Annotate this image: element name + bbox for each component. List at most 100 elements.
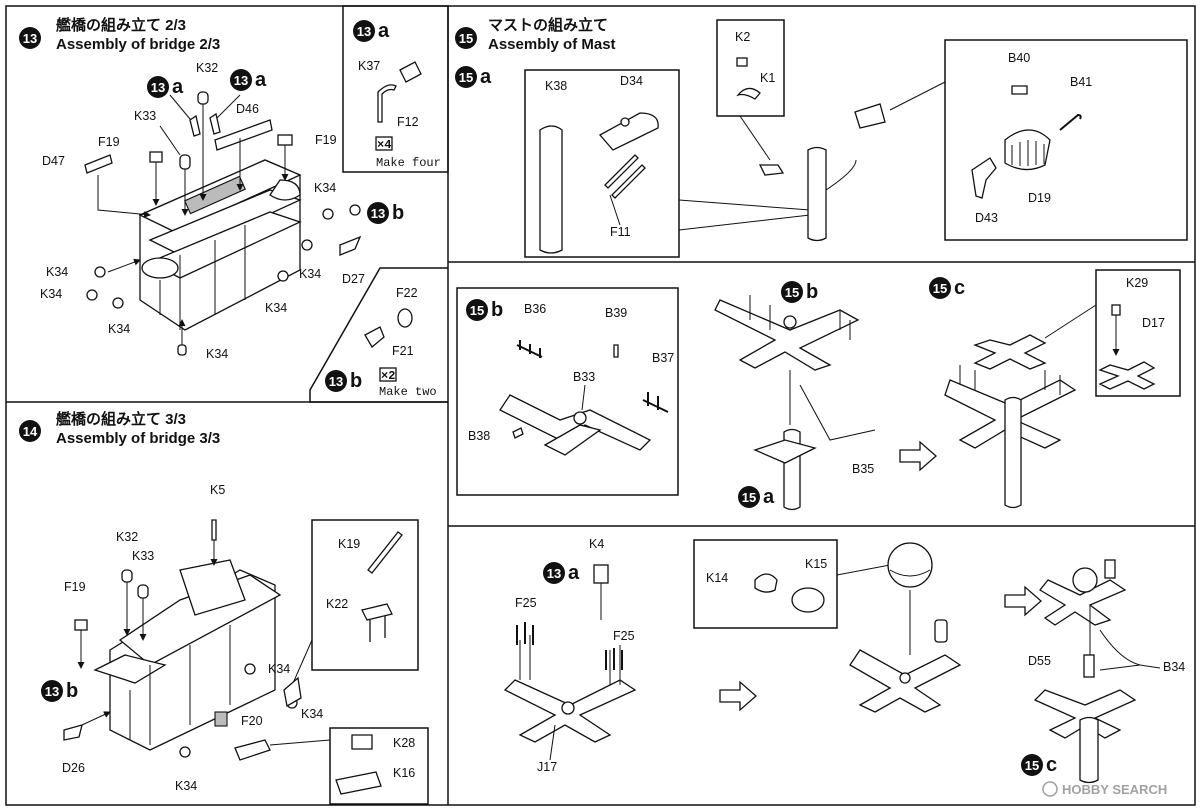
multiplier-box-13a	[375, 136, 393, 151]
step-13a-callout-2: 13 a	[230, 69, 267, 91]
svg-text:K32: K32	[196, 61, 218, 75]
svg-text:K34: K34	[206, 347, 228, 361]
svg-text:b: b	[806, 281, 818, 303]
svg-text:K33: K33	[132, 549, 154, 563]
svg-text:K4: K4	[589, 537, 604, 551]
subbox-K19-K22	[311, 519, 419, 671]
step-13a-callout-s15: 13 a	[543, 562, 580, 584]
svg-text:13: 13	[23, 31, 37, 46]
part-B40: B40	[1008, 51, 1030, 95]
subbox-K29-D17	[1095, 269, 1181, 397]
part-F19-right: F19	[277, 133, 337, 181]
svg-text:K34: K34	[301, 707, 323, 721]
svg-text:a: a	[480, 66, 492, 88]
svg-text:D46: D46	[236, 102, 259, 116]
svg-text:B41: B41	[1070, 75, 1092, 89]
part-K38: K38	[539, 79, 567, 254]
label-D55: D55	[1028, 654, 1051, 668]
svg-text:B38: B38	[468, 429, 490, 443]
mast-yardarm-assembly	[714, 295, 876, 511]
subbox-K2-K1	[716, 19, 785, 117]
svg-text:a: a	[255, 69, 267, 91]
svg-text:K28: K28	[393, 736, 415, 750]
svg-text:F11: F11	[610, 225, 631, 239]
label-B33: B33	[573, 370, 595, 411]
svg-text:K2: K2	[735, 30, 750, 44]
subbox-K14-K15	[693, 539, 838, 629]
part-F20: F20	[241, 714, 263, 728]
mast-15c-assembly	[944, 334, 1077, 509]
svg-text:b: b	[350, 370, 362, 392]
yardarm-J17-assembly	[503, 635, 637, 743]
radar-dome-assembly	[849, 542, 962, 713]
svg-text:15: 15	[742, 490, 756, 505]
part-B39: B39	[605, 306, 627, 358]
svg-text:14: 14	[23, 424, 38, 439]
watermark-logo: HOBBY SEARCH	[1042, 781, 1167, 797]
part-K29: K29	[1111, 276, 1148, 356]
step-14-title-en: Assembly of bridge 3/3	[56, 430, 220, 447]
svg-text:K37: K37	[358, 59, 380, 73]
part-K16: K16	[335, 766, 415, 795]
svg-text:a: a	[568, 562, 580, 584]
svg-text:K34: K34	[46, 265, 68, 279]
svg-text:F21: F21	[392, 344, 414, 358]
step-15-title-jp: マストの組み立て	[488, 16, 608, 34]
label-J17: J17	[537, 724, 557, 774]
svg-text:K29: K29	[1126, 276, 1148, 290]
svg-text:a: a	[378, 20, 390, 42]
svg-text:K32: K32	[116, 530, 138, 544]
step-15-badge: 15	[455, 27, 477, 49]
svg-text:K5: K5	[210, 483, 225, 497]
svg-text:D27: D27	[342, 272, 365, 286]
part-K14: K14	[706, 571, 778, 593]
svg-text:B40: B40	[1008, 51, 1030, 65]
bridge-assembly-2-3	[138, 159, 302, 331]
svg-text:D47: D47	[42, 154, 65, 168]
multiplier-box-13b	[379, 367, 397, 382]
svg-text:b: b	[392, 202, 404, 224]
svg-text:13: 13	[45, 684, 59, 699]
step-14-badge: 14	[19, 420, 41, 442]
svg-text:K34: K34	[268, 662, 290, 676]
svg-text:J17: J17	[537, 760, 557, 774]
part-K15: K15	[791, 557, 827, 613]
part-K32: K32	[196, 61, 218, 201]
svg-text:K14: K14	[706, 571, 728, 585]
svg-text:c: c	[1046, 754, 1057, 776]
svg-text:13: 13	[357, 24, 371, 39]
svg-text:13: 13	[547, 566, 561, 581]
svg-text:15: 15	[1025, 758, 1039, 773]
bridge-assembly-3-3	[93, 559, 282, 751]
svg-text:D17: D17	[1142, 316, 1165, 330]
part-B36: B36	[516, 302, 546, 358]
svg-text:D43: D43	[975, 211, 998, 225]
part-K1: K1	[736, 71, 775, 100]
part-D43: D43	[971, 157, 998, 225]
part-B41: B41	[1059, 75, 1092, 131]
part-D26: D26	[62, 711, 111, 775]
part-B38: B38	[468, 427, 524, 443]
svg-text:a: a	[763, 486, 775, 508]
svg-text:F19: F19	[98, 135, 120, 149]
step-15b-callout: 15 b	[781, 281, 818, 303]
svg-text:K34: K34	[175, 779, 197, 793]
multiplier-13a: ×4	[377, 138, 391, 152]
part-F19-s14: F19	[64, 580, 88, 669]
step-13b-callout-s14: 13 b	[41, 680, 78, 702]
svg-text:K34: K34	[108, 322, 130, 336]
part-K33: K33	[134, 109, 191, 216]
svg-text:D19: D19	[1028, 191, 1051, 205]
multiplier-13b: ×2	[381, 369, 395, 383]
svg-text:K34: K34	[299, 267, 321, 281]
svg-text:15: 15	[933, 281, 947, 296]
svg-text:F22: F22	[396, 286, 418, 300]
svg-text:F25: F25	[515, 596, 537, 610]
yardarm-15b	[499, 394, 652, 456]
part-K32-s14: K32	[116, 530, 138, 636]
part-B37: B37	[642, 351, 674, 413]
svg-text:F19: F19	[64, 580, 86, 594]
step-15b-badge: 15 b	[466, 299, 503, 321]
subbox-K28-K16	[329, 727, 429, 805]
svg-text:F19: F19	[315, 133, 337, 147]
